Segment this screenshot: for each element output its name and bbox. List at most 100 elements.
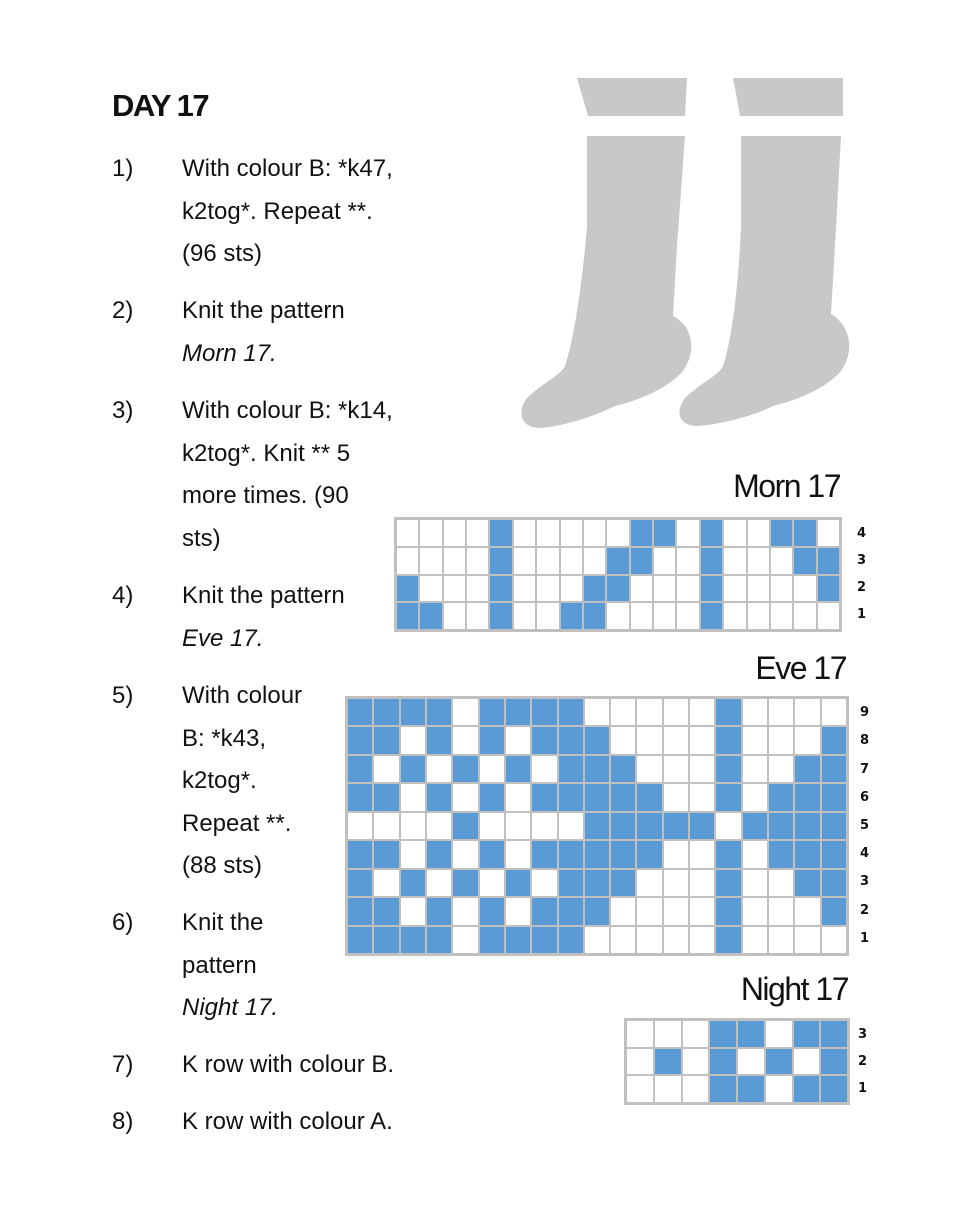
chart-cell — [700, 547, 723, 574]
chart-cell — [348, 699, 373, 726]
chart-cell — [443, 547, 466, 574]
chart-cell — [584, 898, 610, 925]
chart-cell — [793, 1021, 820, 1047]
row-number: 2 — [860, 902, 870, 918]
step-number: 7) — [112, 1051, 134, 1078]
chart-cell — [682, 1021, 709, 1047]
row-number: 9 — [860, 705, 870, 721]
row-number: 3 — [860, 874, 870, 890]
chart-cell — [348, 812, 373, 840]
step-line: With colour — [182, 682, 303, 709]
chart-cell — [607, 520, 629, 546]
chart-cell — [453, 926, 478, 953]
row-number: 7 — [860, 761, 870, 777]
chart-cell — [770, 547, 793, 574]
chart-cell — [654, 1021, 681, 1047]
chart-cell — [348, 869, 373, 897]
chart-cell — [769, 898, 794, 925]
chart-cell — [611, 812, 636, 840]
chart-cell — [611, 841, 636, 868]
chart-cell — [821, 812, 846, 840]
chart-cell — [560, 547, 582, 574]
chart-cell — [426, 784, 452, 811]
chart-cell — [479, 727, 504, 754]
step-line: (96 sts) — [182, 240, 263, 267]
night-chart-grid — [624, 1018, 850, 1105]
chart-cell — [532, 699, 557, 726]
chart-cell — [426, 841, 452, 868]
chart-cell — [627, 1076, 653, 1102]
chart-cell — [505, 898, 531, 925]
chart-cell — [505, 727, 531, 754]
chart-cell — [630, 575, 653, 602]
left-sock-cuff — [577, 78, 687, 116]
step-number: 2) — [112, 297, 134, 324]
chart-cell — [821, 699, 846, 726]
chart-cell — [769, 841, 794, 868]
row-number: 8 — [860, 733, 870, 749]
chart-cell — [690, 898, 715, 925]
chart-cell — [716, 926, 741, 953]
chart-cell — [560, 575, 582, 602]
chart-cell — [479, 755, 504, 783]
chart-cell — [532, 727, 557, 754]
chart-cell — [663, 869, 689, 897]
chart-cell — [654, 547, 676, 574]
chart-cell — [747, 603, 769, 629]
chart-cell — [537, 603, 559, 629]
chart-cell — [420, 547, 442, 574]
chart-cell — [663, 926, 689, 953]
chart-cell — [374, 699, 399, 726]
chart-cell — [400, 784, 425, 811]
chart-cell — [769, 926, 794, 953]
chart-cell — [397, 547, 419, 574]
chart-title-eve: Eve 17 — [755, 650, 847, 686]
chart-cell — [400, 699, 425, 726]
chart-cell — [505, 926, 531, 953]
chart-cell — [584, 841, 610, 868]
chart-cell — [765, 1021, 792, 1047]
chart-cell — [443, 520, 466, 546]
chart-cell — [611, 784, 636, 811]
chart-cell — [558, 869, 583, 897]
chart-cell — [453, 784, 478, 811]
chart-cell — [747, 520, 769, 546]
chart-cell — [663, 727, 689, 754]
chart-cell — [400, 812, 425, 840]
chart-cell — [765, 1076, 792, 1102]
chart-cell — [348, 898, 373, 925]
step-line: more times. (90 — [182, 482, 349, 509]
chart-cell — [637, 755, 662, 783]
chart-cell — [558, 727, 583, 754]
chart-cell — [584, 869, 610, 897]
step-line: pattern — [182, 951, 257, 979]
chart-cell — [583, 603, 606, 629]
chart-cell — [607, 547, 629, 574]
chart-cell — [793, 1076, 820, 1102]
chart-cell — [627, 1048, 653, 1075]
eve-chart-grid — [345, 696, 849, 956]
chart-cell — [769, 812, 794, 840]
chart-cell — [716, 699, 741, 726]
chart-cell — [742, 869, 768, 897]
row-number: 3 — [857, 552, 867, 568]
chart-cell — [821, 755, 846, 783]
chart-cell — [794, 603, 816, 629]
chart-cell — [420, 603, 442, 629]
chart-cell — [374, 869, 399, 897]
chart-cell — [513, 603, 536, 629]
step-line: K row with colour A. — [182, 1108, 393, 1135]
chart-cell — [420, 520, 442, 546]
chart-cell — [374, 926, 399, 953]
chart-cell — [348, 841, 373, 868]
chart-cell — [769, 784, 794, 811]
chart-cell — [795, 869, 820, 897]
chart-cell — [637, 926, 662, 953]
chart-cell — [560, 520, 582, 546]
chart-cell — [532, 784, 557, 811]
chart-cell — [397, 520, 419, 546]
chart-cell — [453, 869, 478, 897]
